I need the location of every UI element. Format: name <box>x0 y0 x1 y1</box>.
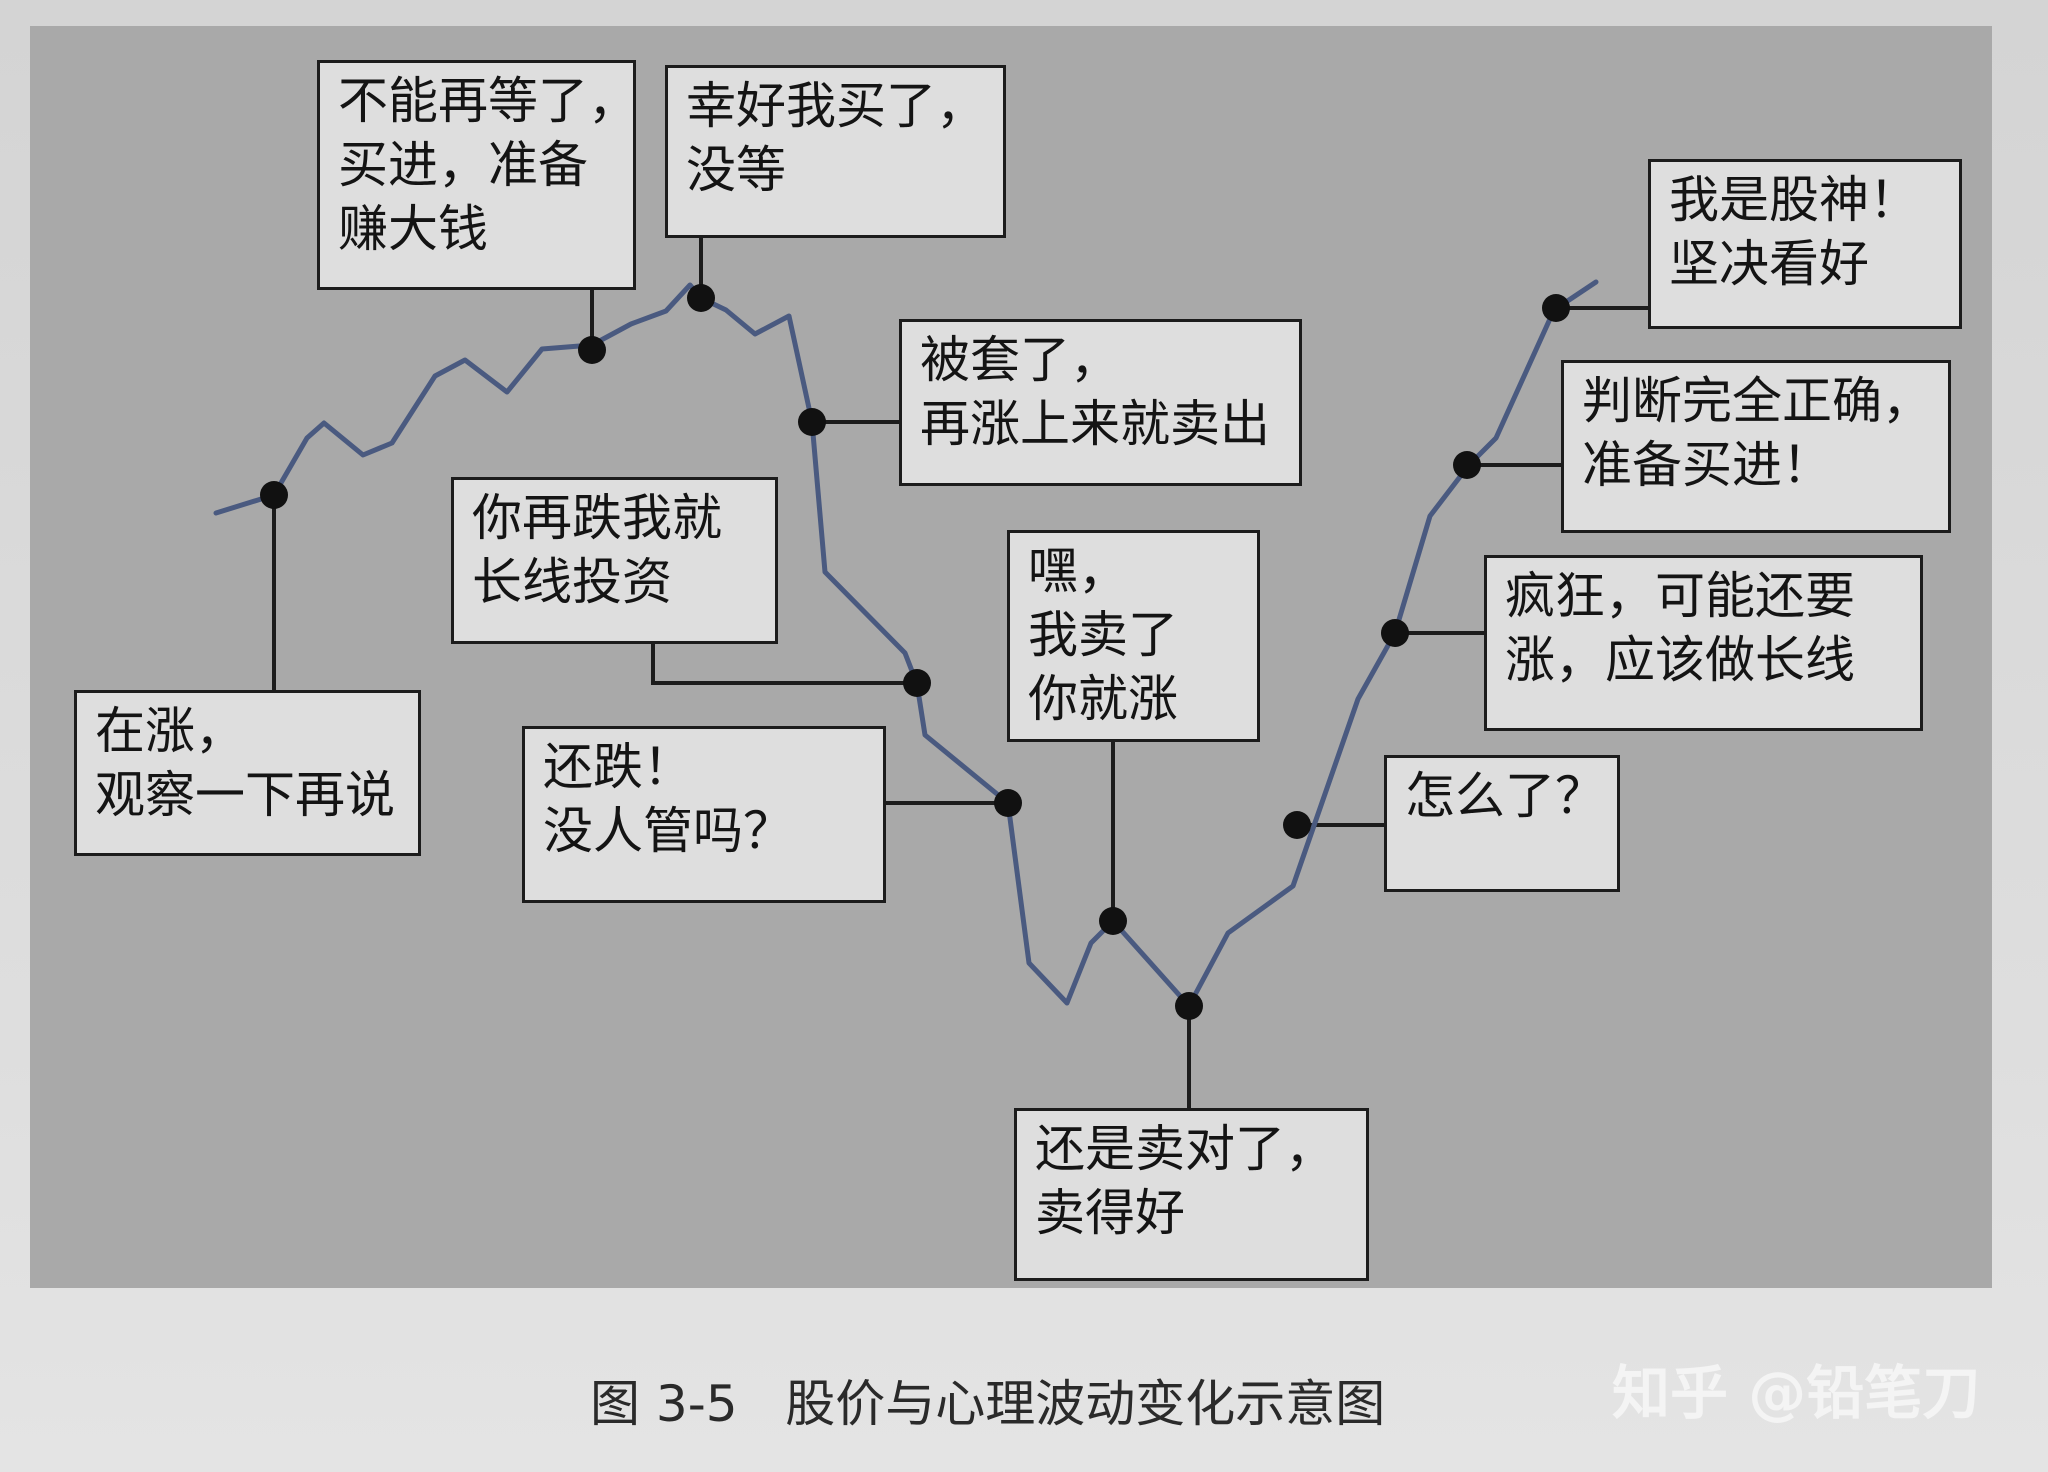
label-sold-then-rises: 嘿， 我卖了 你就涨 <box>1007 530 1260 742</box>
figure-caption: 图 3-5 股价与心理波动变化示意图 <box>590 1375 1386 1433</box>
label-connectors <box>272 238 1648 1108</box>
emotion-point-dot <box>1453 451 1481 479</box>
emotion-point-dot <box>903 669 931 697</box>
emotion-point-dot <box>578 336 606 364</box>
emotion-point-dot <box>1381 619 1409 647</box>
emotion-point-dot <box>798 408 826 436</box>
label-long-term-hold: 你再跌我就 长线投资 <box>451 477 778 644</box>
label-still-falling: 还跌！ 没人管吗？ <box>522 726 886 903</box>
emotion-points <box>260 284 1570 1020</box>
label-stock-god: 我是股神！ 坚决看好 <box>1648 159 1962 329</box>
label-sold-right: 还是卖对了， 卖得好 <box>1014 1108 1369 1281</box>
emotion-point-dot <box>687 284 715 312</box>
label-buy-now: 不能再等了， 买进，准备 赚大钱 <box>317 60 636 290</box>
label-trapped: 被套了， 再涨上来就卖出 <box>899 319 1302 486</box>
label-crazy-rise: 疯狂，可能还要 涨，应该做长线 <box>1484 555 1923 731</box>
label-glad-bought: 幸好我买了， 没等 <box>665 65 1006 238</box>
label-watching-rise: 在涨， 观察一下再说 <box>74 690 421 856</box>
connector-line <box>651 644 917 685</box>
label-what-happened: 怎么了？ <box>1384 755 1620 892</box>
stock-price-line <box>213 279 1599 1009</box>
emotion-point-dot <box>994 789 1022 817</box>
emotion-point-dot <box>260 481 288 509</box>
watermark: 知乎 @铅笔刀 <box>1612 1359 1981 1427</box>
emotion-point-dot <box>1542 294 1570 322</box>
label-judgement-correct: 判断完全正确， 准备买进！ <box>1561 360 1951 533</box>
emotion-point-dot <box>1283 811 1311 839</box>
emotion-point-dot <box>1099 907 1127 935</box>
emotion-point-dot <box>1175 992 1203 1020</box>
